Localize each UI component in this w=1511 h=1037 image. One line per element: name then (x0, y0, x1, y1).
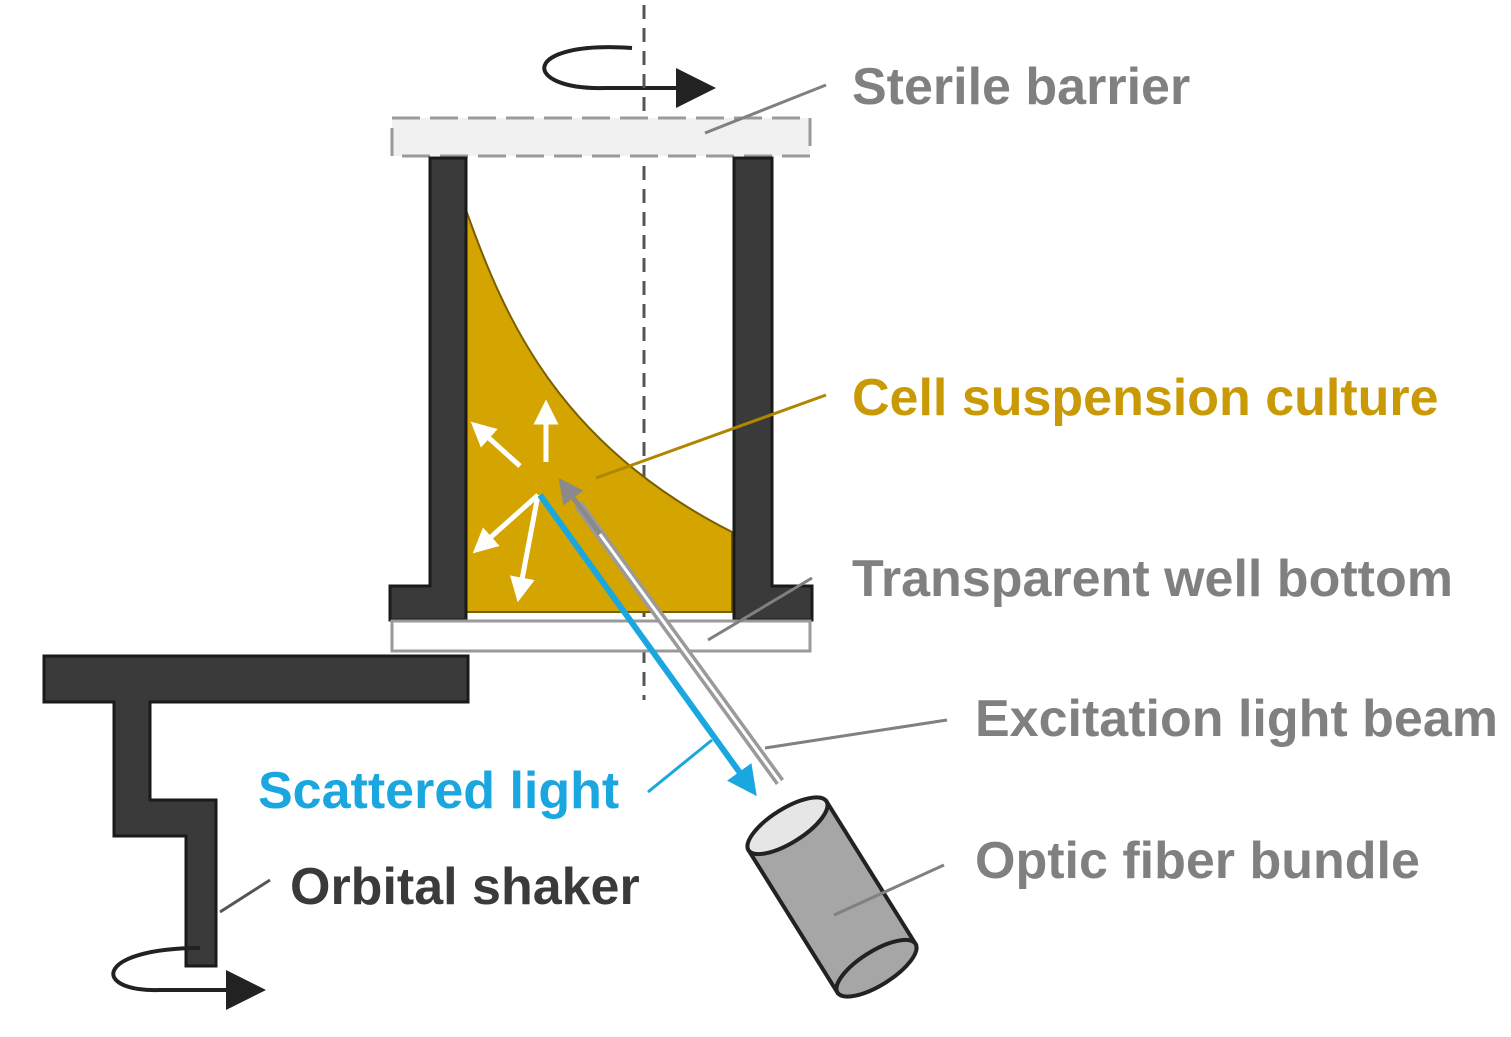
label-cell-suspension-culture: Cell suspension culture (852, 369, 1439, 427)
cell-suspension-culture-fluid (465, 209, 733, 613)
scattered-light-beam (537, 493, 757, 797)
transparent-well-bottom (390, 619, 812, 653)
label-excitation-light-beam: Excitation light beam (975, 690, 1498, 748)
label-transparent-well-bottom: Transparent well bottom (852, 550, 1453, 608)
rotation-arrow-top-icon (542, 45, 716, 108)
sterile-barrier (390, 116, 812, 158)
optic-fiber-bundle (745, 795, 919, 999)
label-scattered-light: Scattered light (258, 762, 619, 820)
label-sterile-barrier: Sterile barrier (852, 58, 1190, 116)
label-orbital-shaker: Orbital shaker (290, 858, 640, 916)
rotation-arrow-bottom-icon (111, 946, 266, 1010)
excitation-light-beam (558, 477, 785, 785)
scatter-arrows (470, 399, 559, 603)
orbital-shaker (42, 654, 470, 968)
leader-lines (219, 83, 948, 917)
label-optic-fiber-bundle: Optic fiber bundle (975, 832, 1420, 890)
